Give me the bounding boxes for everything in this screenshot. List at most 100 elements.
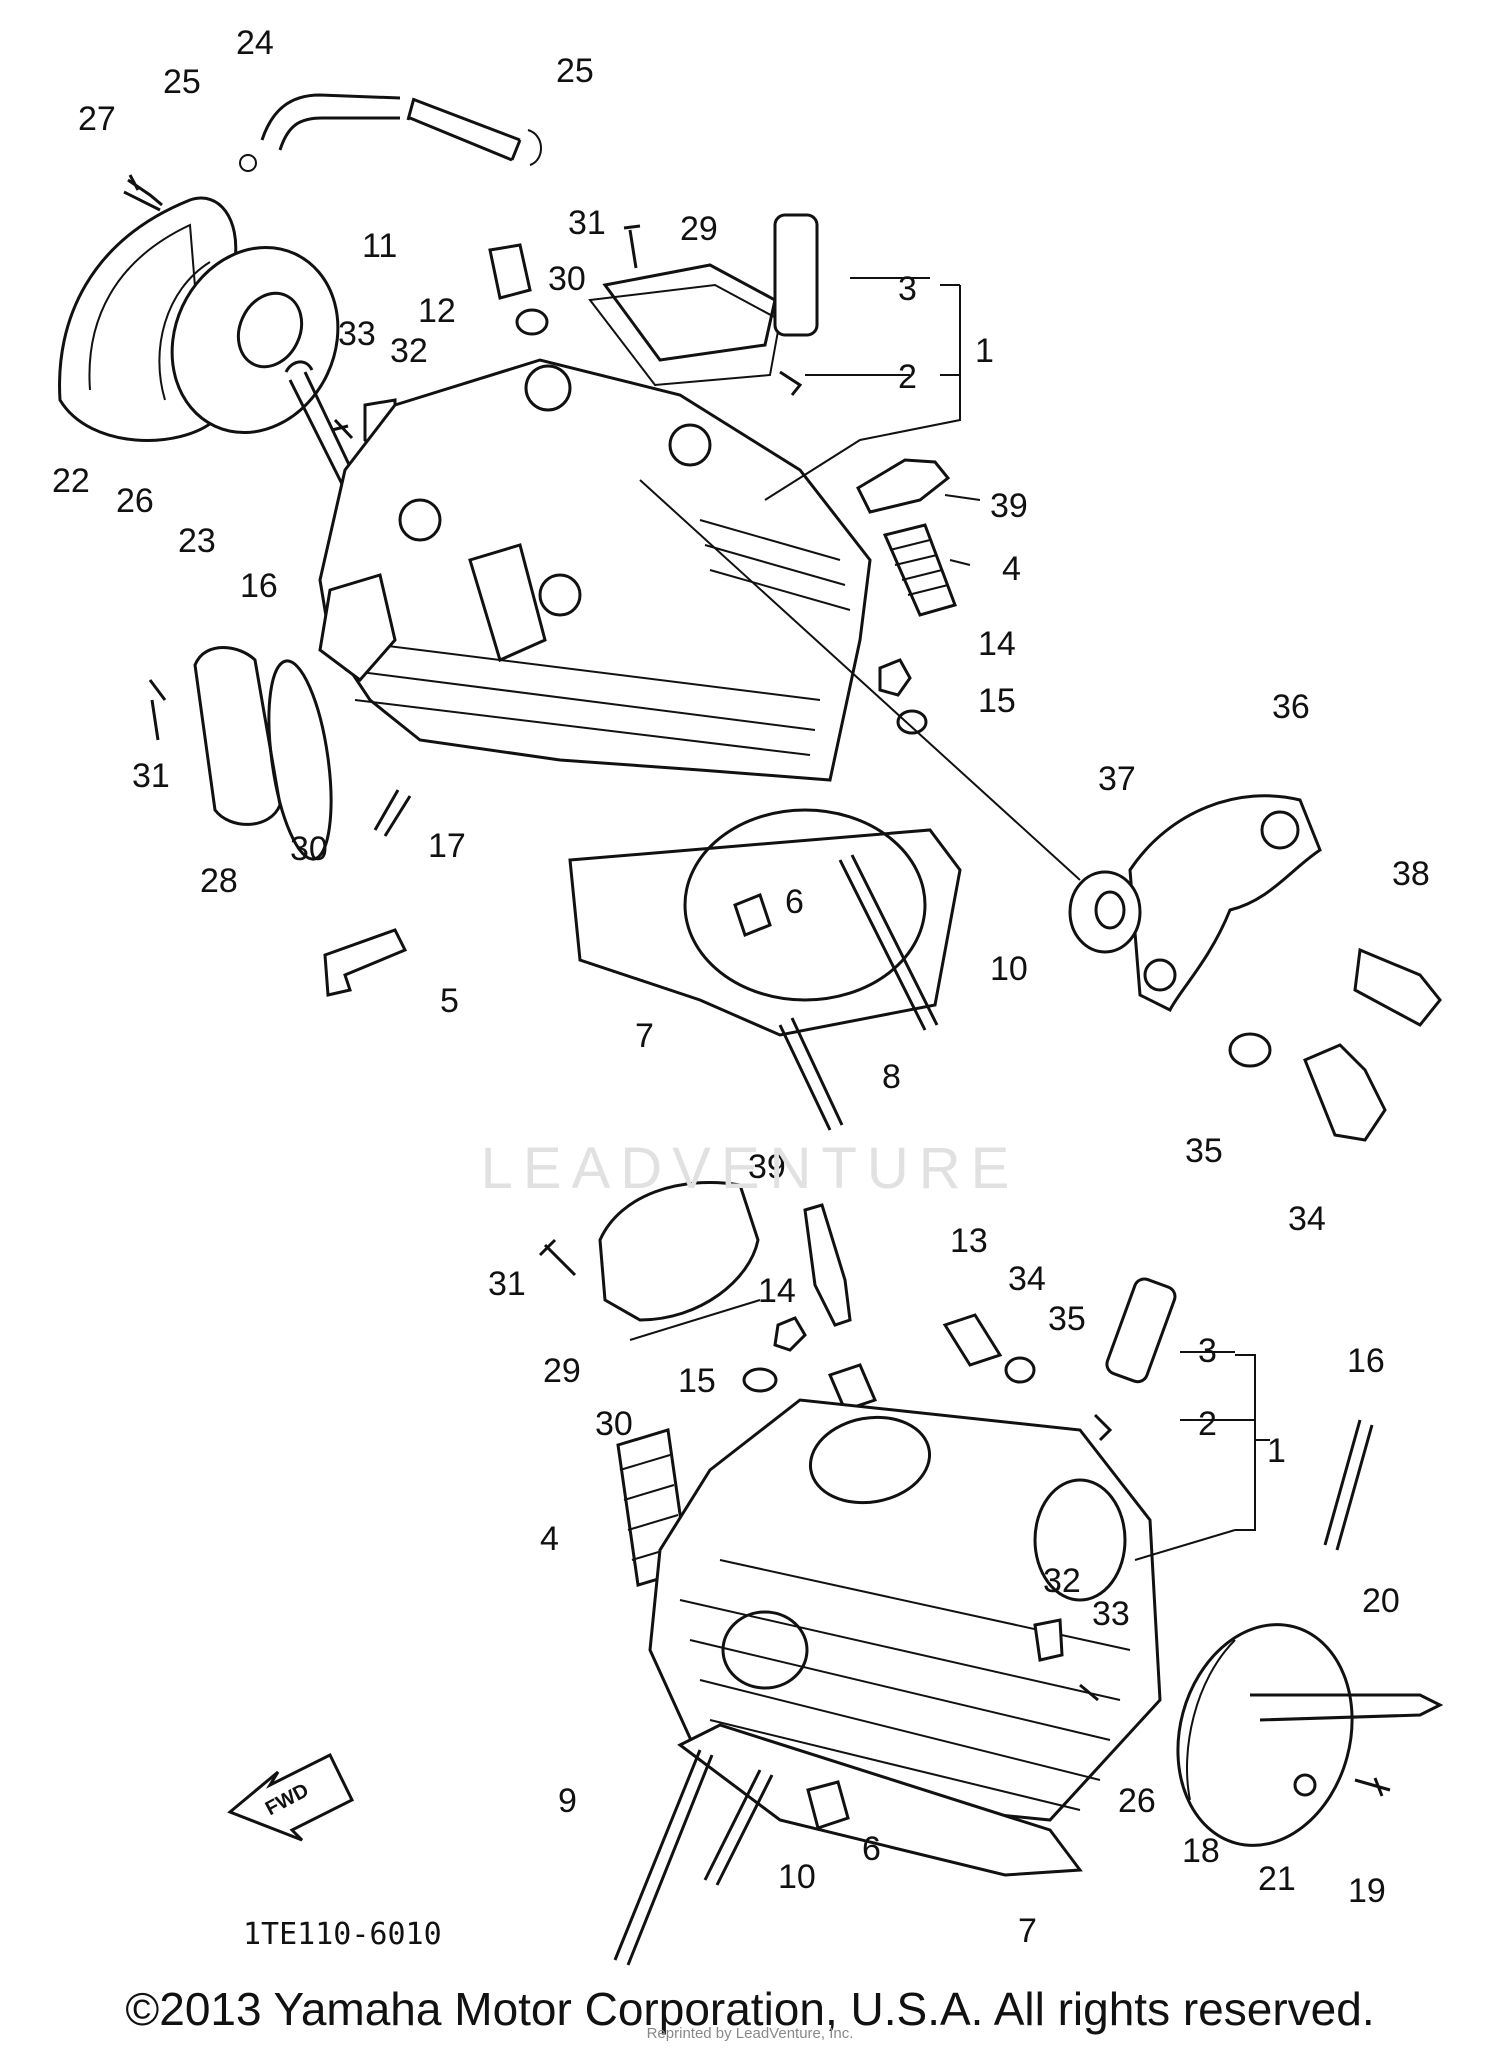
nut-14 [878,658,912,697]
o-ring-30-lower [629,1299,761,1341]
bolt-19 [1354,1777,1391,1797]
copyright-notice: ©2013 Yamaha Motor Corporation, U.S.A. A… [125,1983,1375,2035]
cylinder-head-main [318,358,872,782]
diagram-reference-code: 1TE110-6010 [243,1917,442,1952]
label-32: 32 [390,332,428,370]
leader-lines-top [805,277,981,566]
keeper-2-lower [1093,1413,1113,1442]
reprint-credit: Reprinted by LeadVenture, Inc. [646,2025,854,2042]
label-2a: 2 [898,358,917,396]
washer-35-lower [1004,1356,1036,1384]
screw-33-lower [1079,1683,1099,1702]
bolt-34 [1303,1043,1387,1142]
pipe-5 [323,928,408,997]
label-31b: 31 [132,757,170,795]
bolt-38 [1353,947,1442,1027]
gasket-7-lower [677,1723,1083,1877]
label-30a: 30 [548,260,586,298]
washer-35 [1228,1032,1272,1068]
label-9: 9 [558,1782,577,1820]
label-39b: 39 [748,1148,786,1186]
screw-33 [331,418,354,440]
label-26: 26 [116,482,154,520]
grommet-21 [1293,1773,1317,1797]
label-30b: 30 [290,830,328,868]
head-left-fin [318,573,397,683]
bracket-32-lower [1033,1618,1064,1662]
label-27: 27 [78,100,116,138]
label-6b: 6 [862,1830,881,1868]
label-8: 8 [882,1058,901,1096]
spark-plug-39-lower [803,1203,852,1327]
head-boss-3 [398,498,442,542]
bolt-34-lower [942,1313,1003,1367]
label-37: 37 [1098,760,1136,798]
bushing-37-hole [1094,890,1126,930]
label-31c: 31 [488,1265,526,1303]
plate-23-hole [236,291,304,369]
head-boss-2 [668,423,712,467]
cover-28 [193,646,282,826]
label-5: 5 [440,982,459,1020]
cylinder-head-lower [648,1398,1162,1822]
label-4b: 4 [540,1520,559,1558]
fitting-11 [488,243,532,300]
dowel-6 [733,893,772,937]
label-25a: 25 [163,63,201,101]
head-boss-1 [524,364,572,412]
bolt-31-left [148,679,167,741]
label-1b: 1 [1267,1432,1286,1470]
washer-12 [515,308,549,336]
label-34a: 34 [1288,1200,1326,1238]
gasket-26-lower [1186,1639,1236,1801]
lower-boss [721,1610,809,1690]
label-19: 19 [1348,1872,1386,1910]
label-3a: 3 [898,270,917,308]
bushing-37 [1068,870,1142,954]
label-35a: 35 [1185,1132,1223,1170]
label-25b: 25 [556,52,594,90]
side-cover-inner [88,223,206,411]
head-boss-4 [538,573,582,617]
o-ring-30 [588,283,782,387]
head-gasket-7 [568,828,962,1037]
cable-20 [1250,1693,1444,1722]
spring-4 [882,523,957,617]
cap-29-lower [598,1181,760,1322]
spark-plug-39 [856,458,951,514]
label-30c: 30 [595,1405,633,1443]
washer-15-lower [742,1367,778,1393]
lower-head-assembly: FWD [227,1181,1444,1966]
label-15b: 15 [678,1362,716,1400]
stud-17 [373,789,412,837]
label-12: 12 [418,292,456,330]
keeper-2 [779,370,803,396]
label-18: 18 [1182,1832,1220,1870]
label-7a: 7 [635,1017,654,1055]
stud-9 [613,1749,714,1966]
bolt-16-lower [1323,1419,1374,1551]
label-29b: 29 [543,1352,581,1390]
head-port [468,543,547,663]
label-14a: 14 [978,625,1016,663]
clip-25-left [239,154,257,172]
fwd-arrow-icon [227,1752,355,1842]
clip-25-right [527,129,542,166]
upper-part-labels: 24 25 25 27 31 29 11 3 30 12 1 2 33 32 2… [52,24,1430,1238]
label-33: 33 [338,315,376,353]
lower-port-1 [808,1415,932,1505]
label-10a: 10 [990,950,1028,988]
nut-14-lower [773,1316,807,1352]
label-16b: 16 [1347,1342,1385,1380]
head-fin-2 [699,519,851,611]
cap-29 [602,263,777,362]
spring-4-lower-coils [619,1454,683,1561]
bolt-27 [123,174,163,212]
label-28: 28 [200,862,238,900]
stud-8 [778,1017,844,1131]
label-29: 29 [680,210,718,248]
o-ring-30-left [267,659,333,861]
bracket-36-hole-1 [1260,810,1300,850]
label-21: 21 [1258,1860,1296,1898]
